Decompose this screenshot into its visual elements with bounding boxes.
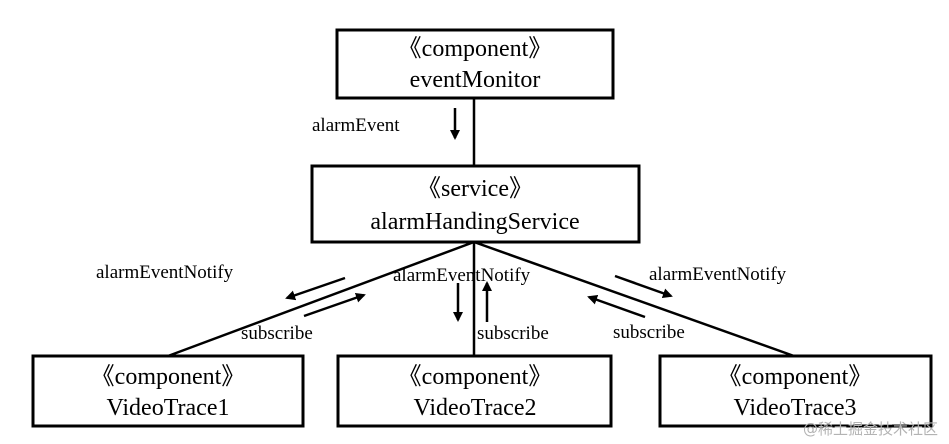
label-subscribe-3: subscribe: [613, 322, 685, 343]
arrow-notify-1: [285, 276, 346, 301]
label-subscribe-2: subscribe: [477, 323, 549, 344]
node-alarm-service: 《service》 alarmHandingService: [310, 164, 641, 244]
node-stereotype: 《component》: [718, 364, 873, 390]
node-event-monitor: 《component》 eventMonitor: [335, 28, 615, 100]
label-notify-3: alarmEventNotify: [649, 264, 787, 285]
node-name: eventMonitor: [410, 67, 541, 93]
node-stereotype: 《component》: [91, 364, 246, 390]
node-video-trace-1: 《component》 VideoTrace1: [31, 354, 305, 428]
label-notify-1: alarmEventNotify: [96, 262, 234, 283]
label-alarm-event: alarmEvent: [312, 115, 400, 136]
node-video-trace-2: 《component》 VideoTrace2: [336, 354, 613, 428]
node-stereotype: 《service》: [417, 176, 533, 202]
node-stereotype: 《component》: [398, 36, 553, 62]
edge-service-trace1: [167, 240, 475, 358]
arrow-notify-3: [614, 274, 673, 299]
node-video-trace-3: 《component》 VideoTrace3: [658, 354, 933, 428]
node-stereotype: 《component》: [398, 364, 553, 390]
node-name: VideoTrace3: [734, 395, 857, 421]
watermark-text: @稀土掘金技术社区: [803, 420, 938, 438]
label-notify-2: alarmEventNotify: [393, 265, 531, 286]
node-name: VideoTrace1: [107, 395, 230, 421]
node-name: VideoTrace2: [414, 395, 537, 421]
label-subscribe-1: subscribe: [241, 323, 313, 344]
arrow-subscribe-1: [303, 292, 366, 318]
node-name: alarmHandingService: [370, 209, 579, 235]
arrow-subscribe-3: [587, 294, 646, 319]
edge-service-trace3: [473, 240, 795, 358]
